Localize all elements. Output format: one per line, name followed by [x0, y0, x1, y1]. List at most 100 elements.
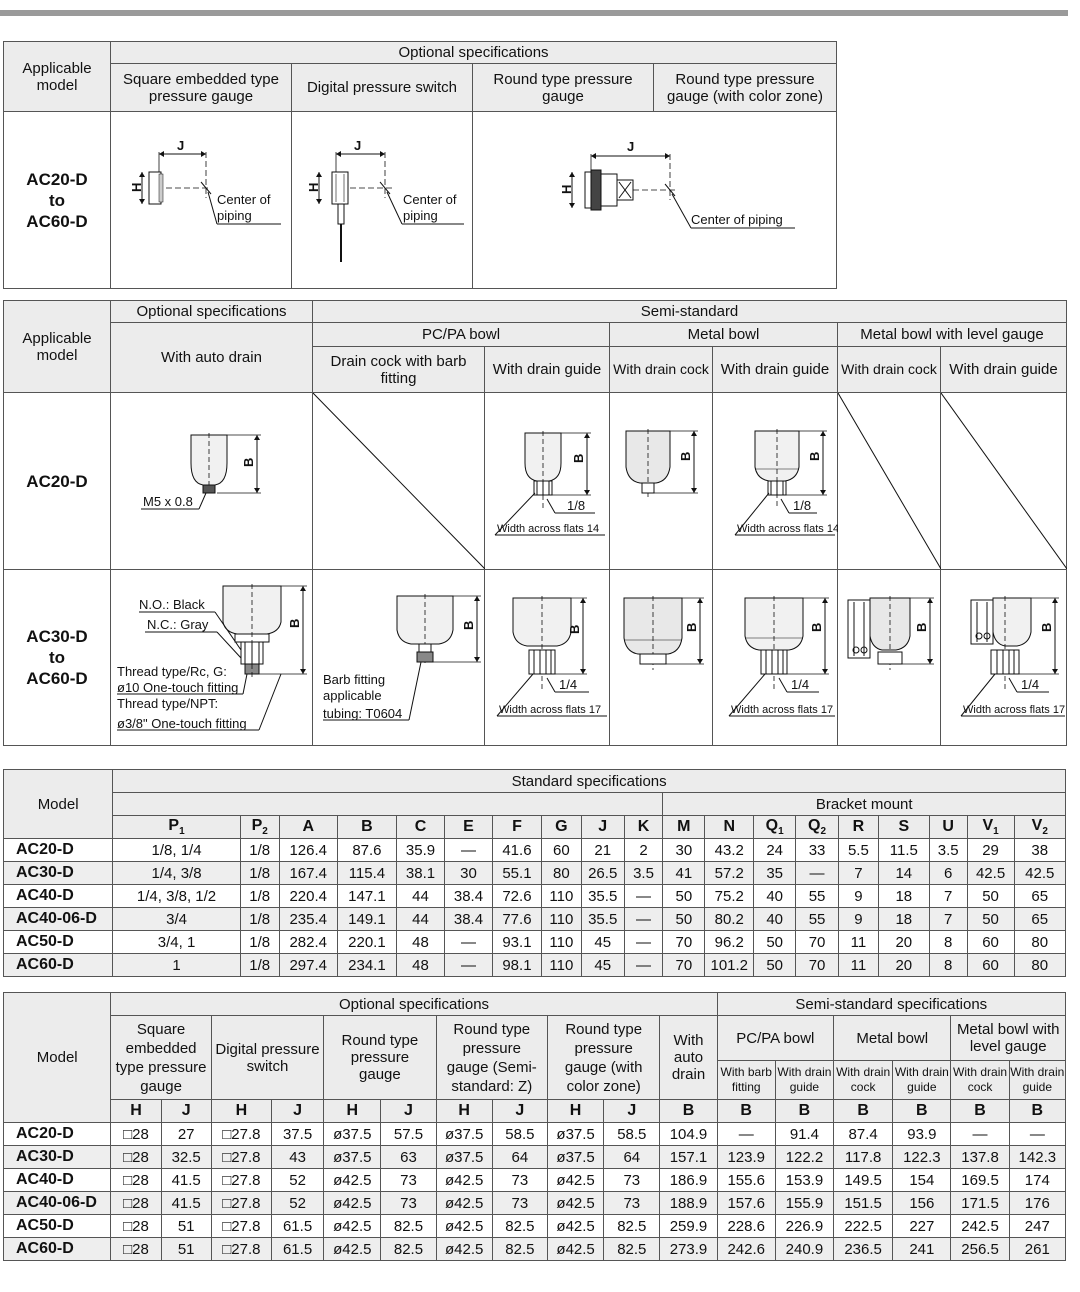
table-cell: 35 — [753, 861, 797, 885]
table-cell: □28 — [110, 1122, 162, 1146]
table-cell: ø37.5 — [323, 1145, 382, 1169]
table-cell: 91.4 — [774, 1122, 835, 1146]
table-cell: 48 — [396, 953, 445, 977]
optional-specs-header-2: Optional specifications — [110, 300, 313, 323]
col-square-gauge: Square embedded type pressure gauge — [110, 63, 292, 112]
svg-text:Width across flats 17: Width across flats 17 — [731, 704, 833, 716]
barb-line-3: tubing: T0604 — [323, 706, 402, 721]
table-cell: 1/8 — [239, 861, 280, 885]
table-cell: □28 — [110, 1145, 162, 1169]
row-model-name: AC40-06-D — [2, 907, 114, 931]
table-cell: 30 — [443, 861, 493, 885]
t3-letter-q1: Q1 — [753, 815, 797, 839]
t3-letter-v2: V2 — [1013, 815, 1067, 839]
table-cell: — — [623, 884, 664, 908]
table-cell: 55.1 — [491, 861, 542, 885]
table-cell: 60 — [966, 930, 1015, 954]
table-cell: 6 — [928, 861, 968, 885]
ac20-metal-drain-cock-drawing: B — [609, 392, 713, 570]
sub-drain-guide-1: With drain guide — [484, 346, 610, 393]
table-cell: 8 — [928, 930, 968, 954]
row-model-name: AC40-06-D — [2, 1191, 112, 1215]
table-cell: 20 — [877, 953, 930, 977]
table-cell: 7 — [928, 907, 968, 931]
ac30-auto-drain-drawing: B N.O.: Black N.C.: Gray Thread type/Rc,… — [110, 569, 313, 746]
table-cell: 18 — [877, 907, 930, 931]
table-cell: □27.8 — [210, 1214, 272, 1238]
table-cell: 70 — [662, 930, 706, 954]
t3-letter-g: G — [540, 815, 582, 839]
t4-letter-h: H — [435, 1099, 493, 1123]
top-divider-bar — [0, 10, 1068, 16]
table-cell: 70 — [795, 930, 839, 954]
table-cell: 242.6 — [716, 1237, 776, 1261]
table-cell: 40 — [753, 907, 797, 931]
table-cell: 65 — [1013, 884, 1067, 908]
table-cell: 60 — [540, 838, 582, 862]
t4-semi-sub-3: With drain guide — [892, 1060, 952, 1100]
ac20-metal-drain-guide-drawing: B 1/8 Width across flats 14 — [712, 392, 838, 570]
table-cell: 52 — [270, 1168, 325, 1192]
model-ac20: AC20-D — [3, 392, 111, 570]
ac20-level-guide-na — [939, 392, 1068, 570]
t3-letter-m: M — [662, 815, 706, 839]
table-cell: 2 — [623, 838, 664, 862]
t3-letter-a: A — [278, 815, 338, 839]
t4-col-square: Square embedded type pressure gauge — [110, 1015, 212, 1100]
table-cell: 149.1 — [336, 907, 398, 931]
table-cell: 115.4 — [336, 861, 398, 885]
drain-options-table: Applicable model Optional specifications… — [3, 300, 1068, 746]
table-cell: 52 — [270, 1191, 325, 1215]
table-cell: 240.9 — [774, 1237, 835, 1261]
t3-bracket-mount-header: Bracket mount — [662, 792, 1066, 816]
table-cell: 259.9 — [659, 1214, 718, 1238]
sub-drain-guide-2: With drain guide — [712, 346, 838, 393]
t4-semi-standard-header: Semi-standard specifications — [716, 992, 1067, 1016]
table-cell: 20 — [877, 930, 930, 954]
ac20-na-cell — [312, 392, 485, 570]
table-cell: 33 — [795, 838, 839, 862]
ac20-level-cock-na — [837, 392, 941, 570]
table-cell: 122.2 — [774, 1145, 835, 1169]
t3-letter-f: F — [491, 815, 542, 839]
table-cell: 45 — [580, 953, 625, 977]
table-cell: ø42.5 — [323, 1214, 382, 1238]
table-cell: 1/8, 1/4 — [112, 838, 241, 862]
table-cell: 1/8 — [239, 907, 280, 931]
t4-group-metal-level: Metal bowl with level gauge — [950, 1015, 1066, 1061]
group-metal-bowl: Metal bowl — [609, 322, 838, 347]
t3-model-header: Model — [2, 769, 114, 839]
table-cell: ø42.5 — [435, 1237, 493, 1261]
table-cell: 1/8 — [239, 930, 280, 954]
svg-text:piping: piping — [217, 208, 252, 223]
table-cell: 41.6 — [491, 838, 542, 862]
col-round-gauge-color: Round type pressure gauge (with color zo… — [652, 63, 838, 112]
table-cell: 37.5 — [270, 1122, 325, 1146]
svg-text:B: B — [807, 452, 822, 461]
table-cell: □28 — [110, 1237, 162, 1261]
table-cell: ø42.5 — [435, 1214, 493, 1238]
table-cell: 149.5 — [833, 1168, 894, 1192]
table-cell: 1/8 — [239, 838, 280, 862]
table-cell: 48 — [396, 930, 445, 954]
t3-letter-c: C — [396, 815, 445, 839]
table-cell: 18 — [877, 884, 930, 908]
table-cell: 256.5 — [950, 1237, 1010, 1261]
t4-letter-b: B — [1008, 1099, 1067, 1123]
table-cell: 61.5 — [270, 1214, 325, 1238]
thread-line-2: ø10 One-touch fitting — [117, 680, 238, 695]
svg-text:B: B — [809, 623, 824, 632]
table-cell: 73 — [491, 1191, 548, 1215]
table-cell: ø37.5 — [435, 1122, 493, 1146]
table-cell: 38.4 — [443, 884, 493, 908]
ac30-barb-drawing: B Barb fitting applicable tubing: T0604 — [312, 569, 485, 746]
svg-text:1/8: 1/8 — [567, 498, 585, 513]
table-cell: 38 — [1013, 838, 1067, 862]
table-cell: 50 — [662, 884, 706, 908]
table-cell: 3/4, 1 — [112, 930, 241, 954]
table-cell: 186.9 — [659, 1168, 718, 1192]
table-cell: ø42.5 — [435, 1168, 493, 1192]
table-cell: ø37.5 — [546, 1145, 605, 1169]
dim-h-label: H — [129, 183, 144, 192]
table-cell: ø42.5 — [546, 1168, 605, 1192]
